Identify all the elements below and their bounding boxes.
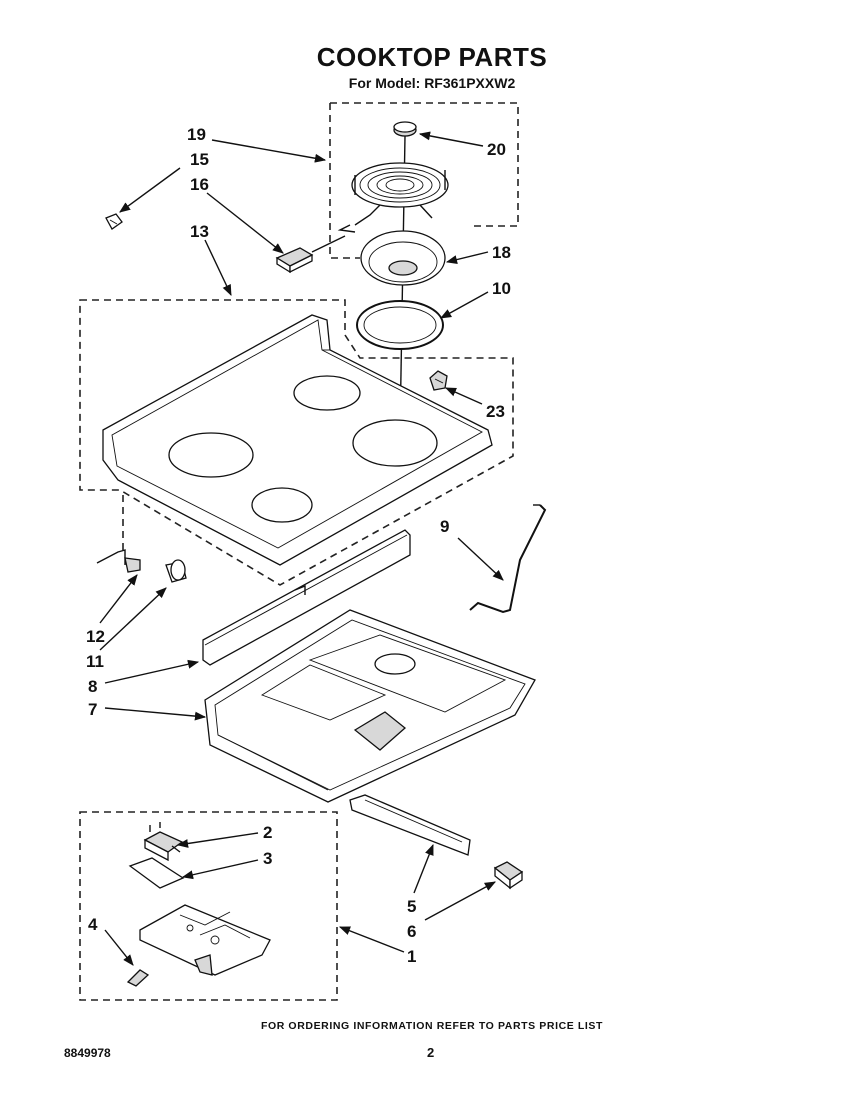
part-2-switch	[143, 822, 184, 862]
cooktop-group-box	[79, 299, 514, 586]
part-7-burner-box	[204, 609, 536, 803]
callout-3: 3	[263, 849, 272, 868]
part-3-insulator-plate	[128, 857, 185, 889]
callout-7: 7	[88, 700, 97, 719]
page-title: COOKTOP PARTS	[316, 42, 548, 72]
control-bracket-assembly	[139, 904, 271, 976]
part-20-surface-element-cap	[393, 121, 417, 137]
part-18-drip-bowl	[360, 230, 446, 286]
part-8-rear-trim	[202, 529, 411, 666]
ordering-note: FOR ORDERING INFORMATION REFER TO PARTS …	[260, 1020, 604, 1032]
callout-9: 9	[440, 517, 449, 536]
callout-2: 2	[263, 823, 272, 842]
part-4-tab	[126, 969, 150, 987]
document-number: 8849978	[64, 1046, 111, 1060]
callout-15: 15	[190, 150, 209, 169]
callout-6: 6	[407, 922, 416, 941]
part-19-surface-element	[337, 162, 449, 233]
page-number: 2	[427, 1045, 435, 1060]
part-12-lamp-socket	[96, 549, 141, 573]
part-11-spacer	[165, 559, 187, 583]
callout-10: 10	[492, 279, 511, 298]
callout-11: 11	[86, 652, 104, 671]
callout-19: 19	[187, 125, 206, 144]
callout-23: 23	[486, 402, 505, 421]
part-13-cooktop	[102, 314, 493, 566]
control-group-box	[79, 811, 338, 1001]
element-group-box	[330, 102, 519, 227]
callout-labels: 19 15 16 20 13 18 10 23 9 12 11 8 7 2 3 …	[86, 125, 511, 966]
part-5-channel	[349, 794, 471, 856]
callout-8: 8	[88, 677, 97, 696]
callout-20: 20	[487, 140, 506, 159]
callout-1: 1	[407, 947, 416, 966]
callout-12: 12	[86, 627, 105, 646]
element-group-box-left	[329, 103, 360, 259]
callout-16: 16	[190, 175, 209, 194]
callout-18: 18	[492, 243, 511, 262]
callout-13: 13	[190, 222, 209, 241]
part-16-terminal-block	[275, 235, 346, 274]
part-15-clip	[105, 213, 123, 230]
callout-5: 5	[407, 897, 416, 916]
callout-4: 4	[88, 915, 98, 934]
part-23-bracket	[429, 370, 448, 391]
part-9-wire-rod	[469, 504, 547, 614]
part-10-trim-ring	[356, 300, 444, 350]
part-6-connector	[493, 861, 524, 890]
leader-lines	[99, 131, 504, 966]
model-subtitle: For Model: RF361PXXW2	[348, 75, 516, 91]
